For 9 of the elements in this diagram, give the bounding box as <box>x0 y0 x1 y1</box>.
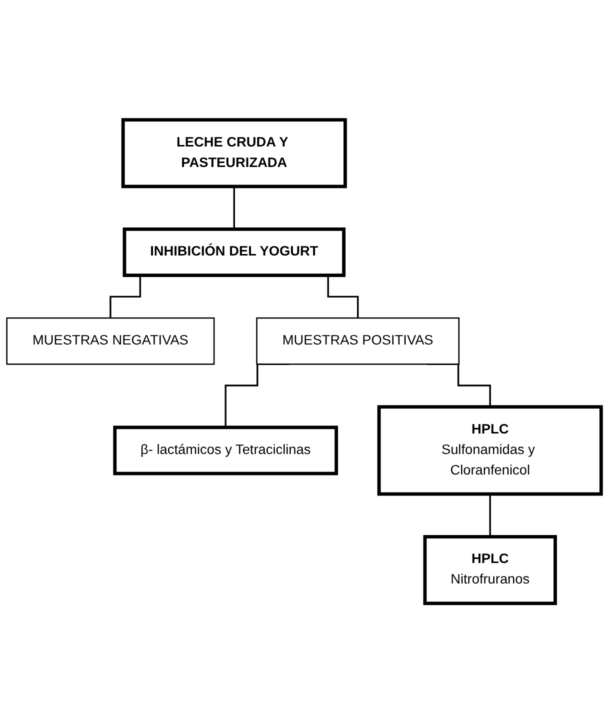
node-box: MUESTRAS POSITIVAS <box>256 317 460 365</box>
connector <box>233 186 235 230</box>
node-box: β- lactámicos y Tetraciclinas <box>113 426 338 476</box>
node-box: HPLC Nitrofruranos <box>423 534 557 605</box>
node-box: MUESTRAS NEGATIVAS <box>6 317 215 365</box>
node-box: HPLC Sulfonamidas y Cloranfenicol <box>377 405 603 496</box>
connector <box>489 493 491 538</box>
node-box: INHIBICIÓN DEL YOGURT <box>122 227 346 277</box>
node-box: LECHE CRUDA Y PASTEURIZADA <box>121 118 347 188</box>
